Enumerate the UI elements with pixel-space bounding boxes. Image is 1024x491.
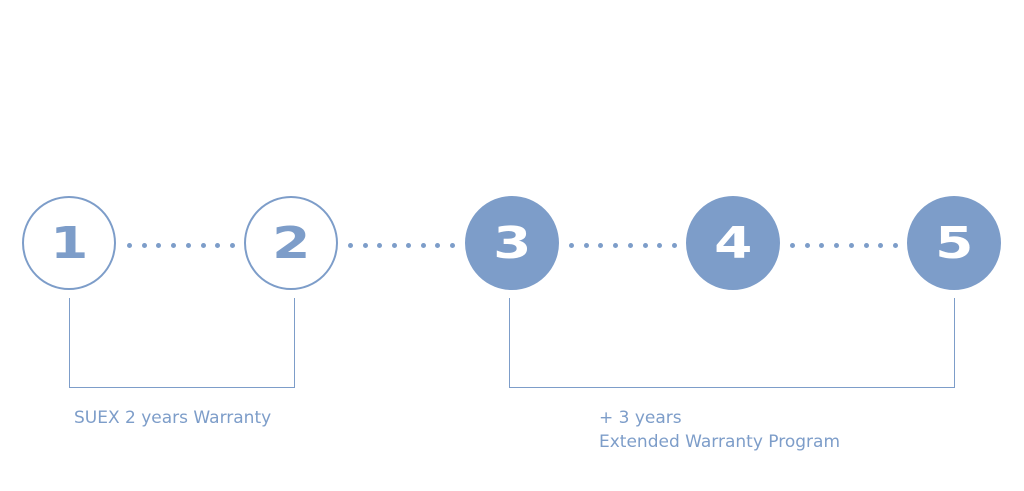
connector-dot xyxy=(848,242,854,248)
group-2-label: + 3 years Extended Warranty Program xyxy=(599,406,840,454)
connector-dot xyxy=(657,242,663,248)
step-4-number: 4 xyxy=(713,217,753,269)
step-1-number: 1 xyxy=(49,217,89,269)
connector-2-3 xyxy=(348,242,455,248)
connector-dot xyxy=(627,242,633,248)
step-2-circle: 2 xyxy=(244,196,338,290)
connector-dot xyxy=(449,242,455,248)
connector-4-5 xyxy=(790,242,898,248)
step-5-number: 5 xyxy=(934,217,974,269)
connector-dot xyxy=(348,242,353,248)
connector-dot xyxy=(420,242,426,248)
connector-dot xyxy=(391,242,397,248)
connector-dot xyxy=(878,242,884,248)
connector-dot xyxy=(598,242,604,248)
connector-dot xyxy=(200,242,206,248)
group-1-bracket xyxy=(69,298,295,388)
group-2-bracket xyxy=(509,298,955,388)
connector-dot xyxy=(362,242,368,248)
step-4-circle: 4 xyxy=(686,196,780,290)
connector-dot xyxy=(863,242,869,248)
group-2-label-line-1: + 3 years xyxy=(599,408,682,428)
connector-3-4 xyxy=(569,242,677,248)
connector-dot xyxy=(671,242,677,248)
connector-dot xyxy=(642,242,648,248)
connector-dot xyxy=(613,242,619,248)
connector-dot xyxy=(790,242,795,248)
step-2-number: 2 xyxy=(271,217,311,269)
connector-dot xyxy=(229,242,235,248)
connector-dot xyxy=(819,242,825,248)
step-3-number: 3 xyxy=(492,217,532,269)
connector-1-2 xyxy=(127,242,235,248)
connector-dot xyxy=(804,242,810,248)
connector-dot xyxy=(185,242,191,248)
connector-dot xyxy=(583,242,589,248)
step-1-circle: 1 xyxy=(22,196,116,290)
connector-dot xyxy=(171,242,177,248)
connector-dot xyxy=(406,242,412,248)
connector-dot xyxy=(215,242,221,248)
connector-dot xyxy=(127,242,132,248)
step-5-circle: 5 xyxy=(907,196,1001,290)
group-1-label: SUEX 2 years Warranty xyxy=(74,406,271,430)
connector-dot xyxy=(569,242,574,248)
group-1-label-line-1: SUEX 2 years Warranty xyxy=(74,408,272,428)
connector-dot xyxy=(156,242,162,248)
connector-dot xyxy=(141,242,147,248)
connector-dot xyxy=(892,242,898,248)
connector-dot xyxy=(834,242,840,248)
step-3-circle: 3 xyxy=(465,196,559,290)
connector-dot xyxy=(377,242,383,248)
connector-dot xyxy=(435,242,441,248)
group-2-label-line-2: Extended Warranty Program xyxy=(599,432,841,452)
